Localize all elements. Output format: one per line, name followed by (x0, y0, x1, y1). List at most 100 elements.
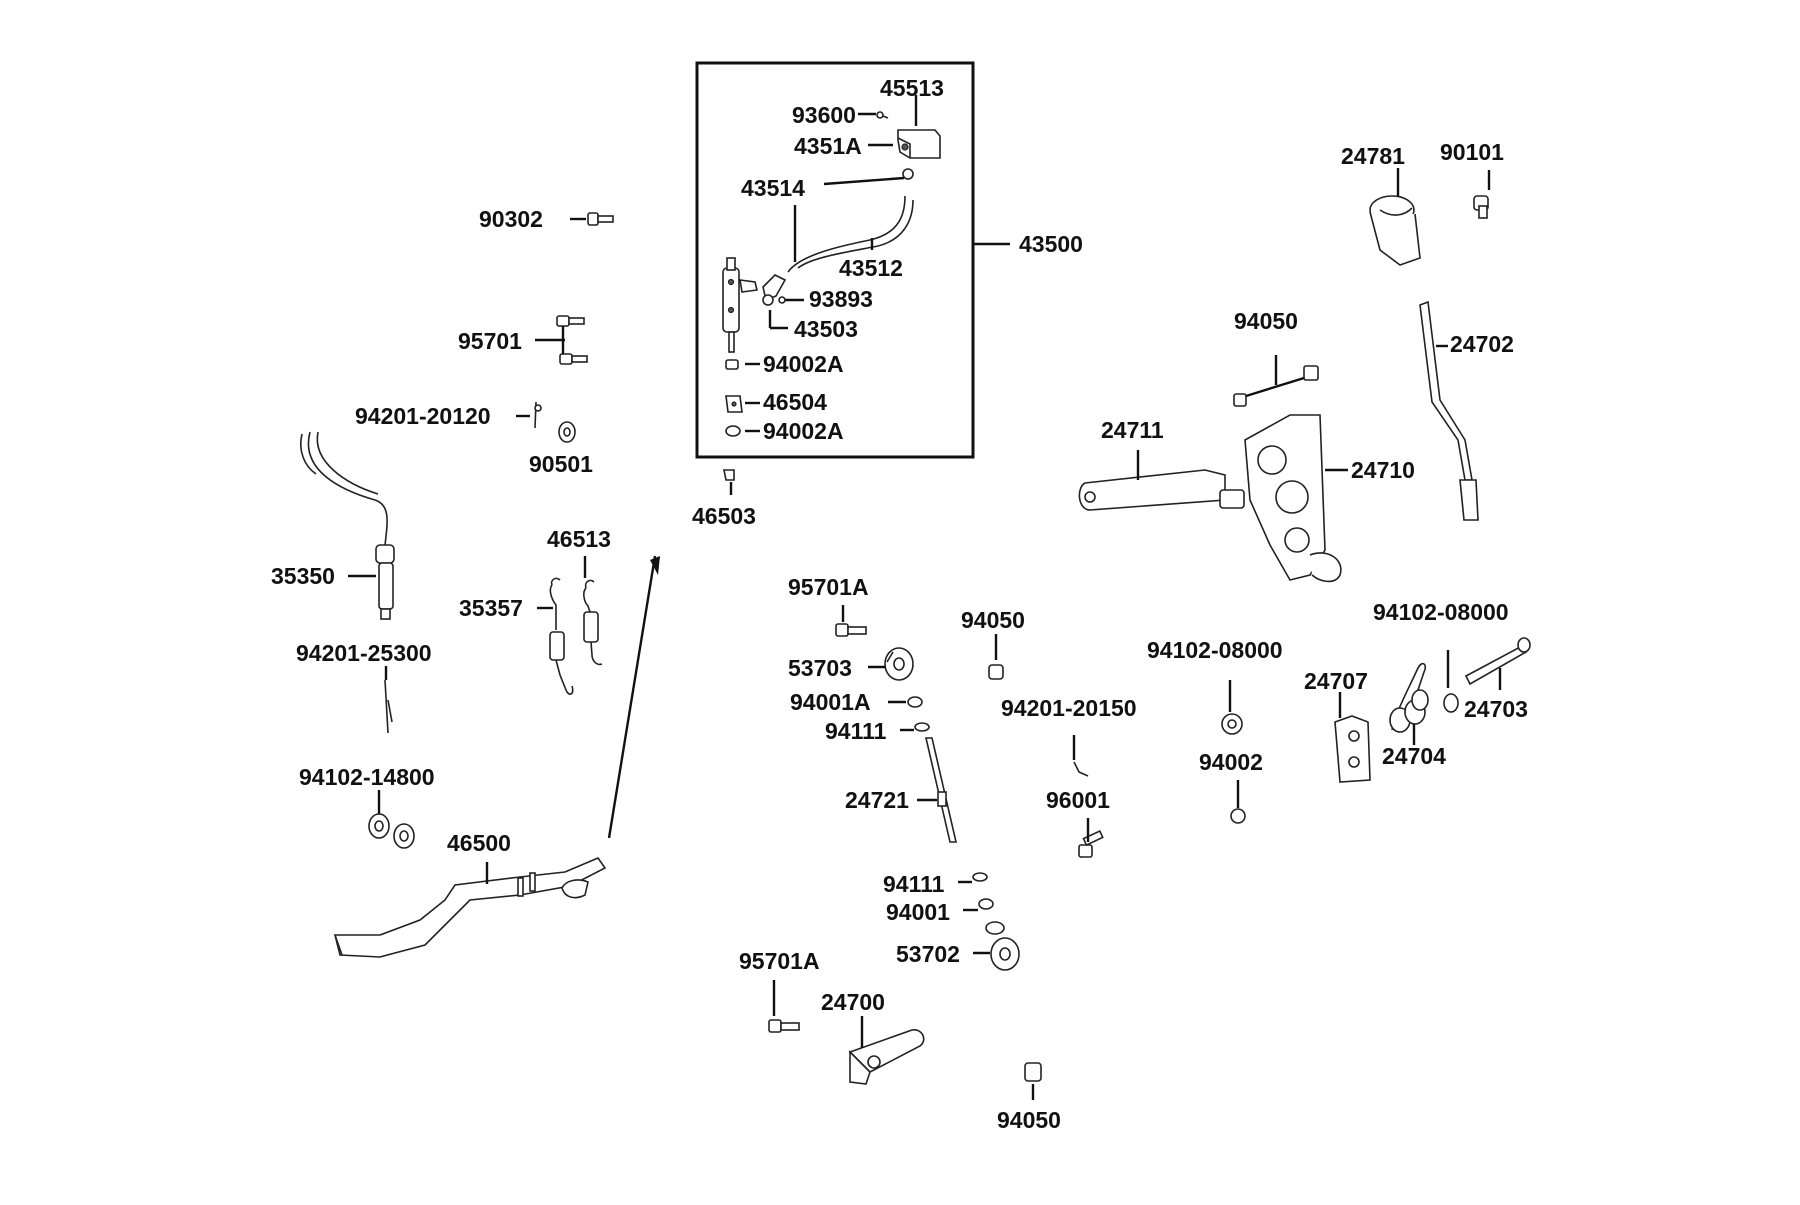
nut-94002A-2 (725, 425, 741, 437)
lever-24700 (848, 1029, 925, 1085)
label-94102-08000-b: 94102-08000 (1373, 599, 1509, 625)
label-24711: 24711 (1101, 417, 1164, 443)
bolt-95701-b (559, 353, 588, 365)
bolt-96001 (1078, 829, 1104, 858)
nut-94050-c (1024, 1062, 1042, 1082)
spring-24704 (1389, 662, 1429, 733)
switch-35350 (300, 431, 395, 620)
screw-93893 (778, 296, 786, 304)
label-24710: 24710 (1351, 457, 1415, 483)
label-95701A-a: 95701A (788, 574, 869, 600)
label-24721: 24721 (845, 787, 909, 813)
pin-94201-25300 (384, 679, 393, 734)
nut-94001A (907, 696, 923, 708)
label-24707: 24707 (1304, 668, 1368, 694)
label-94201-20150: 94201-20150 (1001, 695, 1137, 721)
label-94111-a: 94111 (825, 718, 887, 744)
bolt-95701A-b (768, 1019, 800, 1033)
label-94002: 94002 (1199, 749, 1263, 775)
hose-43512 (787, 195, 914, 273)
label-94201-20120: 94201-20120 (355, 403, 491, 429)
label-94050-b: 94050 (961, 607, 1025, 633)
pin-24703 (1464, 637, 1531, 686)
label-94001: 94001 (886, 899, 950, 925)
clip-46503 (723, 469, 735, 481)
label-24781: 24781 (1341, 143, 1405, 169)
rod-24702 (1419, 300, 1479, 521)
washers-94102-14800 (368, 813, 415, 849)
label-94002A-2: 94002A (763, 418, 844, 444)
label-90501: 90501 (529, 451, 593, 477)
nut-94001 (978, 898, 994, 910)
label-35357: 35357 (459, 595, 523, 621)
label-93893: 93893 (809, 286, 873, 312)
screw-93600 (876, 111, 889, 119)
label-94201-25300: 94201-25300 (296, 640, 432, 666)
nut-94050-b (988, 664, 1004, 680)
spring-35357 (549, 577, 574, 695)
label-94102-08000-a: 94102-08000 (1147, 637, 1283, 663)
label-46500: 46500 (447, 830, 511, 856)
rod-24721 (924, 737, 958, 843)
label-94002A-1: 94002A (763, 351, 844, 377)
label-94102-14800: 94102-14800 (299, 764, 435, 790)
label-24702: 24702 (1450, 331, 1514, 357)
label-94050-c: 94050 (997, 1107, 1061, 1133)
reservoir-45513 (897, 129, 941, 180)
clip-94111-b (972, 872, 988, 882)
clevis-46504 (725, 395, 743, 413)
leader-arrow (607, 555, 657, 839)
label-95701: 95701 (458, 328, 522, 354)
washer-94102-08000-b (1443, 693, 1459, 713)
bracket-24710 (1244, 414, 1342, 583)
brake-pedal-46500 (333, 857, 607, 958)
label-46504: 46504 (763, 389, 827, 415)
label-43503: 43503 (794, 316, 858, 342)
label-43500: 43500 (1019, 231, 1083, 257)
clip-94111-a (914, 722, 930, 732)
arm-24711 (1078, 469, 1245, 511)
arrow-head (650, 556, 660, 575)
knob-24781 (1369, 195, 1421, 266)
label-90302: 90302 (479, 206, 543, 232)
washer-94102-08000-a (1221, 713, 1243, 735)
label-43514: 43514 (741, 175, 805, 201)
label-24703: 24703 (1464, 696, 1528, 722)
label-95701A-b: 95701A (739, 948, 820, 974)
assembly-box-43500 (695, 61, 975, 459)
rod-end-53703 (884, 647, 914, 681)
label-24704: 24704 (1382, 743, 1446, 769)
nut-94002 (1230, 808, 1246, 824)
label-93600: 93600 (792, 102, 856, 128)
label-94001A: 94001A (790, 689, 871, 715)
label-96001: 96001 (1046, 787, 1110, 813)
nut-94002A-1 (725, 359, 739, 370)
washer-90501 (558, 421, 576, 443)
spring-46513 (583, 579, 603, 666)
master-cylinder-body (722, 257, 787, 353)
bolt-90101 (1473, 195, 1489, 219)
leader-43514 (823, 176, 905, 186)
label-90101: 90101 (1440, 139, 1504, 165)
label-46503: 46503 (692, 503, 756, 529)
yoke-24707 (1334, 715, 1371, 783)
label-46513: 46513 (547, 526, 611, 552)
label-94050-a: 94050 (1234, 308, 1298, 334)
label-24700: 24700 (821, 989, 885, 1015)
label-53702: 53702 (896, 941, 960, 967)
label-43512: 43512 (839, 255, 903, 281)
rod-end-53702 (985, 921, 1020, 971)
label-4351A: 4351A (794, 133, 862, 159)
label-35350: 35350 (271, 563, 335, 589)
bolts-94050-a (1233, 365, 1319, 407)
label-94111-b: 94111 (883, 871, 945, 897)
bolt-90302 (587, 212, 614, 226)
label-45513: 45513 (880, 75, 944, 101)
pin-94201-20120 (534, 401, 542, 429)
bolt-95701A-a (835, 623, 867, 637)
pin-94201-20150 (1073, 761, 1089, 777)
bolt-95701-a (556, 315, 585, 327)
label-53703: 53703 (788, 655, 852, 681)
